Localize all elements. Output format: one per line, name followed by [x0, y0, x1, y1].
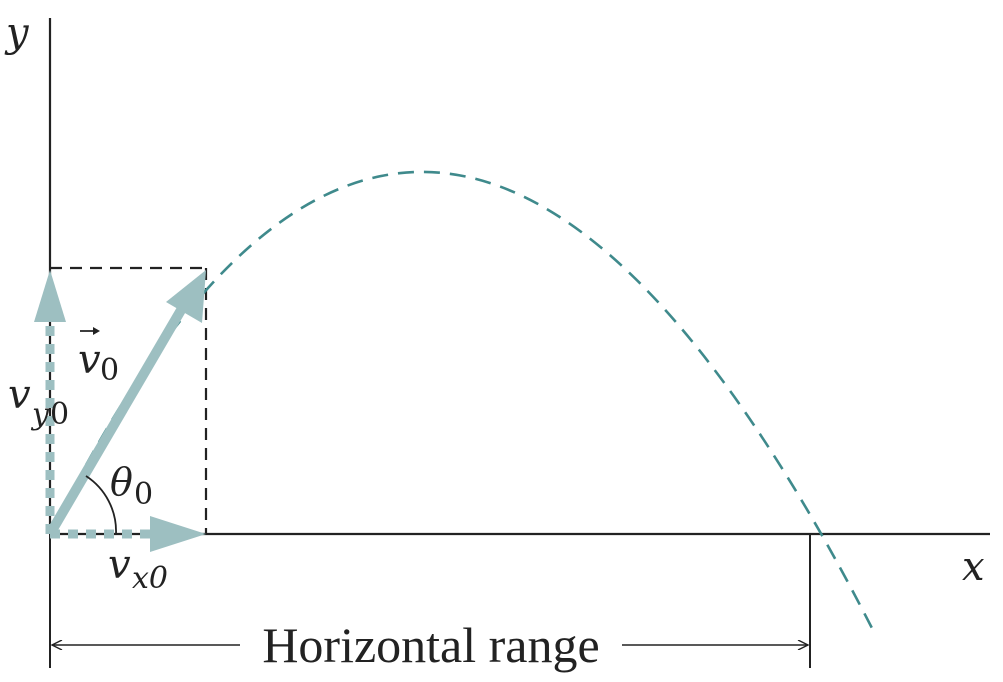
theta0-label-subscript: 0 [134, 477, 153, 512]
v0-label: v [78, 337, 101, 383]
vx0-arrowhead [150, 516, 206, 552]
theta0-arc [85, 475, 117, 535]
vx0-label: v [108, 542, 131, 588]
vy0-arrowhead [34, 270, 66, 322]
v0-arrowhead [166, 270, 206, 323]
v0-label-subscript: 0 [100, 353, 119, 388]
vy0-label-sub-0: 0 [50, 397, 69, 432]
horizontal-range-label: Horizontal range [262, 617, 599, 673]
theta0-label: θ [110, 460, 133, 504]
y-axis-label: y [4, 10, 30, 56]
vy0-label: v [8, 372, 31, 418]
vx0-label-subscript: x0 [132, 561, 168, 596]
vy0-label-sub-y: y [30, 397, 50, 432]
x-axis-label: x [962, 544, 985, 590]
vector-arrow-icon [80, 327, 100, 335]
v0-vector-shaft [45, 302, 189, 537]
trajectory-curve [48, 170, 878, 637]
